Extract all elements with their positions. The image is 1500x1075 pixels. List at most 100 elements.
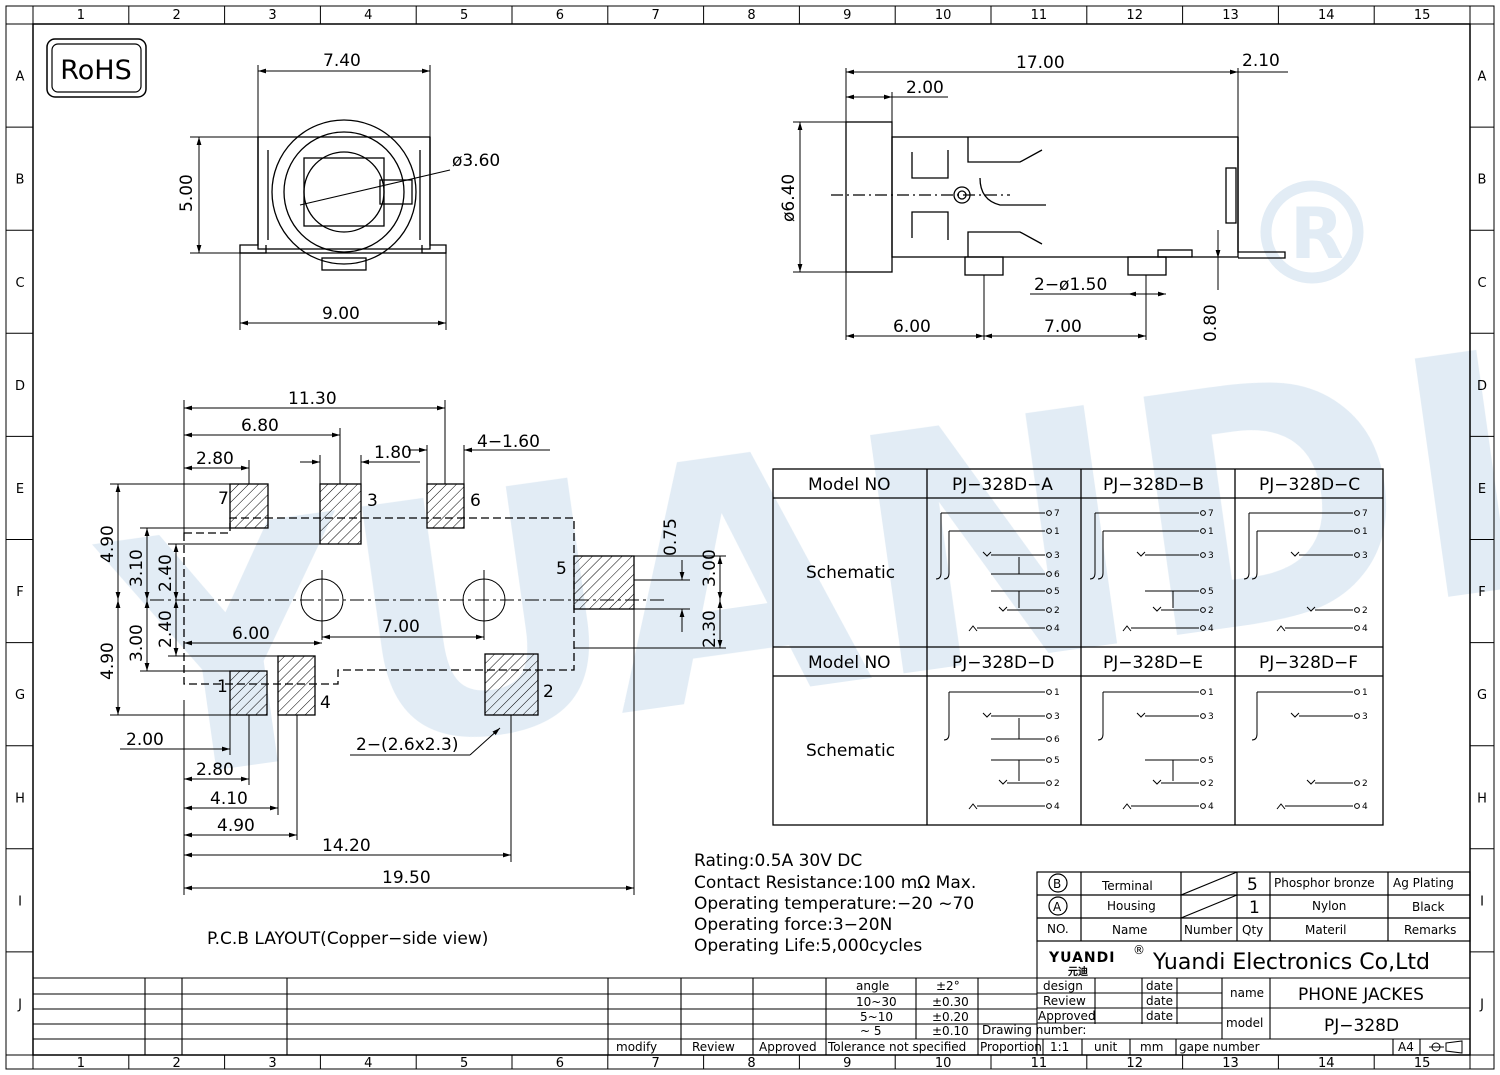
schematic-pin-number: 7 bbox=[1362, 509, 1368, 519]
company-logo-registered: ® bbox=[1133, 943, 1145, 957]
pad-2 bbox=[484, 653, 539, 716]
schematic-pin-number: 7 bbox=[1208, 509, 1214, 519]
schematic-pin-terminal bbox=[1200, 607, 1206, 613]
tb-sheet-size: A4 bbox=[1398, 1040, 1414, 1054]
side-view bbox=[831, 121, 1286, 276]
grid-col-label-top: 2 bbox=[173, 8, 181, 23]
dim-pcb-3-00-left: 3.00 bbox=[127, 624, 147, 662]
dim-pcb-0-75: 0.75 bbox=[661, 518, 681, 556]
schematic-pin-number: 7 bbox=[1054, 509, 1060, 519]
watermark-text: YUANDI bbox=[81, 281, 1500, 860]
grid-row-label-right: B bbox=[1478, 173, 1487, 188]
pin-5: 5 bbox=[556, 559, 567, 579]
spec-temperature: Operating temperature:−20 ~70 bbox=[694, 894, 974, 914]
dim-pcb-2-80-top: 2.80 bbox=[196, 449, 234, 469]
bom-row2-qty: 1 bbox=[1249, 898, 1260, 918]
schematic-sleeve-hook bbox=[1097, 733, 1104, 741]
pad-3 bbox=[319, 483, 362, 545]
company-logo-text: YUANDI bbox=[1048, 950, 1115, 966]
tb-date-2: date bbox=[1146, 994, 1173, 1008]
schematic-pin-terminal bbox=[1046, 528, 1052, 534]
schematic-pin-number: 1 bbox=[1054, 527, 1060, 537]
pin-2: 2 bbox=[543, 682, 554, 702]
tb-name-value: PHONE JACKES bbox=[1298, 985, 1424, 1005]
schematic-pin-terminal bbox=[1046, 713, 1052, 719]
dim-side-diameter: ø6.40 bbox=[779, 174, 799, 222]
bom-header-number: Number bbox=[1184, 923, 1232, 937]
tb-approved: Approved bbox=[1038, 1009, 1096, 1023]
schematic-pin-terminal bbox=[1046, 780, 1052, 786]
grid-col-label-top: 14 bbox=[1318, 8, 1335, 23]
dim-side-total: 17.00 bbox=[1016, 53, 1065, 73]
grid-col-label-bottom: 9 bbox=[843, 1056, 851, 1071]
schematic-pin-number: 2 bbox=[1208, 779, 1214, 789]
grid-col-label-top: 11 bbox=[1031, 8, 1048, 23]
dim-pcb-3-10: 3.10 bbox=[127, 549, 147, 587]
grid-row-label-left: G bbox=[15, 688, 25, 703]
tb-unit: unit bbox=[1094, 1040, 1118, 1054]
rohs-label: RoHS bbox=[60, 55, 132, 86]
grid-row-label-right: C bbox=[1477, 276, 1486, 291]
tol-r3: ~ 5 bbox=[860, 1024, 882, 1038]
schematic-pin-number: 5 bbox=[1054, 756, 1060, 766]
grid-row-label-left: I bbox=[18, 894, 22, 909]
schematic-pin-terminal bbox=[1200, 552, 1206, 558]
schematic-pin-number: 5 bbox=[1054, 587, 1060, 597]
pad-6 bbox=[426, 483, 465, 529]
grid-row-label-left: H bbox=[15, 791, 25, 806]
tb-drawing-number: Drawing number: bbox=[982, 1023, 1086, 1037]
schematic-pin-terminal bbox=[1354, 510, 1360, 516]
schematic-pin-number: 3 bbox=[1054, 551, 1060, 561]
grid-col-label-bottom: 10 bbox=[935, 1056, 952, 1071]
pcb-caption: P.C.B LAYOUT(Copper−side view) bbox=[207, 929, 488, 949]
bom-header-remarks: Remarks bbox=[1404, 923, 1456, 937]
grid-col-label-top: 7 bbox=[652, 8, 660, 23]
dim-pcb-2-80-bot: 2.80 bbox=[196, 760, 234, 780]
spec-rating: Rating:0.5A 30V DC bbox=[694, 851, 862, 871]
tol-angle: angle bbox=[856, 979, 889, 993]
company-logo-cn: 元迪 bbox=[1068, 965, 1088, 978]
table-schematic-top: Schematic bbox=[806, 563, 895, 583]
schematic-pin-number: 2 bbox=[1054, 779, 1060, 789]
schematic-pin-terminal bbox=[1200, 510, 1206, 516]
grid-col-label-top: 5 bbox=[460, 8, 468, 23]
grid-col-label-top: 8 bbox=[747, 8, 755, 23]
tol-r3-value: ±0.10 bbox=[932, 1024, 969, 1038]
spec-force: Operating force:3−20N bbox=[694, 915, 892, 935]
schematic-sleeve-hook bbox=[943, 572, 950, 580]
schematic-pin-terminal bbox=[1200, 803, 1206, 809]
dim-pcb-6-80: 6.80 bbox=[241, 416, 279, 436]
grid-row-label-right: D bbox=[1477, 379, 1487, 394]
dim-side-peg-x1: 6.00 bbox=[893, 317, 931, 337]
rev-modify: modify bbox=[616, 1040, 657, 1054]
schematic-pin-terminal bbox=[1200, 757, 1206, 763]
schematic-pin-number: 1 bbox=[1054, 688, 1060, 698]
pad-4 bbox=[277, 655, 316, 716]
table-model-a: PJ−328D−A bbox=[952, 475, 1053, 495]
tb-model-label: model bbox=[1226, 1016, 1263, 1030]
grid-col-label-bottom: 15 bbox=[1414, 1056, 1431, 1071]
schematic-pin-number: 3 bbox=[1208, 712, 1214, 722]
grid-col-label-top: 1 bbox=[77, 8, 85, 23]
schematic-sleeve-hook bbox=[935, 572, 942, 580]
schematic-pin-terminal bbox=[1354, 607, 1360, 613]
schematic-pin-number: 5 bbox=[1208, 587, 1214, 597]
grid-col-label-bottom: 5 bbox=[460, 1056, 468, 1071]
schematic-sleeve-hook bbox=[1251, 572, 1258, 580]
grid-row-label-right: H bbox=[1477, 791, 1487, 806]
pad-7 bbox=[229, 483, 269, 529]
schematic-ring-spring bbox=[1152, 606, 1162, 612]
schematic-ring-spring bbox=[1152, 779, 1162, 785]
grid-row-label-left: C bbox=[15, 276, 24, 291]
schematic-pin-number: 2 bbox=[1054, 606, 1060, 616]
schematic-tip-spring bbox=[1290, 551, 1300, 557]
dim-pcb-2-00: 2.00 bbox=[126, 730, 164, 750]
schematic-pin-number: 5 bbox=[1208, 756, 1214, 766]
dim-pcb-2-40-bot: 2.40 bbox=[156, 610, 176, 648]
grid-col-label-bottom: 11 bbox=[1031, 1056, 1048, 1071]
schematic-pin-terminal bbox=[1354, 528, 1360, 534]
projection-symbol-icon bbox=[1429, 1040, 1463, 1054]
dim-pcb-3-00-right: 3.00 bbox=[700, 549, 720, 587]
grid-row-label-left: J bbox=[17, 997, 22, 1012]
